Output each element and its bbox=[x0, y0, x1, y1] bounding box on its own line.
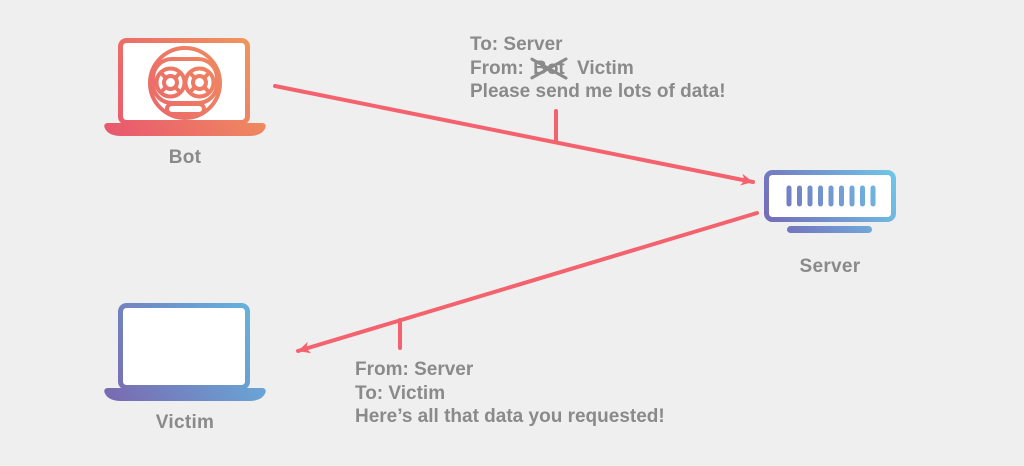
server-label: Server bbox=[799, 256, 861, 277]
server-vents-icon bbox=[786, 185, 876, 207]
server-icon bbox=[764, 170, 896, 233]
bot-laptop-icon bbox=[104, 38, 266, 136]
server-base bbox=[787, 226, 872, 233]
victim-laptop-icon bbox=[104, 303, 266, 401]
bot-label: Bot bbox=[168, 147, 202, 168]
victim-label: Victim bbox=[155, 412, 215, 433]
bot-node: Bot bbox=[104, 38, 266, 168]
request-body: Please send me lots of data! bbox=[470, 81, 726, 102]
request-to-line: To: Server bbox=[470, 34, 563, 55]
response-to-line: To: Victim bbox=[355, 382, 446, 404]
request-from-line: From: Bot Victim bbox=[470, 56, 726, 81]
response-from-line: From: Server bbox=[355, 359, 474, 380]
victim-node: Victim bbox=[104, 303, 266, 433]
laptop-base bbox=[104, 388, 266, 401]
request-message: To: Server From: Bot Victim Please send … bbox=[470, 33, 726, 104]
request-from-prefix: From: bbox=[470, 57, 524, 79]
request-from-struck-word: Bot bbox=[529, 56, 568, 81]
response-arrow bbox=[296, 211, 759, 354]
robot-face-icon bbox=[148, 46, 222, 120]
server-node: Server bbox=[764, 170, 896, 277]
request-from-actual: Victim bbox=[577, 57, 634, 79]
laptop-base bbox=[104, 123, 266, 136]
response-body: Here’s all that data you requested! bbox=[355, 406, 665, 427]
response-message: From: Server To: Victim Here’s all that … bbox=[355, 358, 665, 429]
